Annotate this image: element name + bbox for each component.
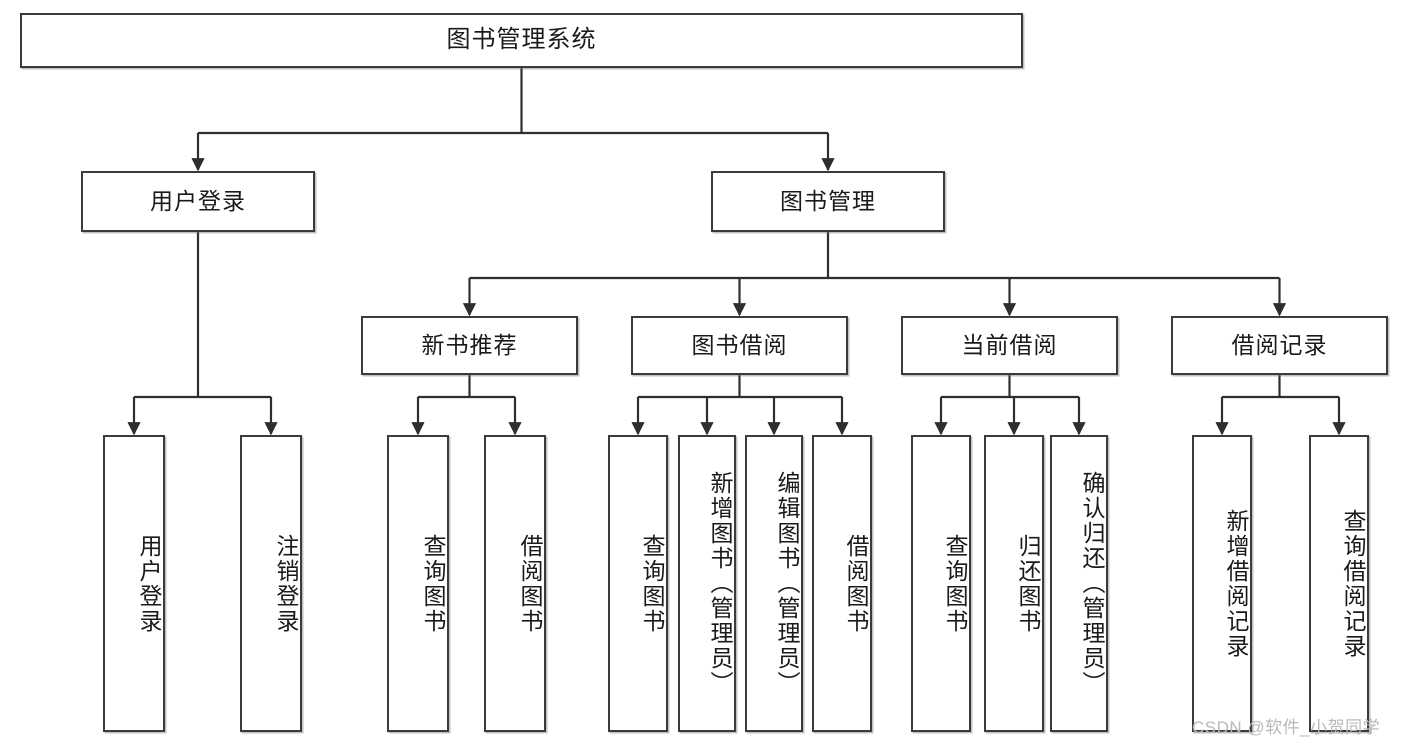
- node-leaf-query-record[interactable]: 查询借阅记录: [1309, 435, 1369, 732]
- node-leaf-logout[interactable]: 注销登录: [240, 435, 302, 732]
- node-leaf-user-login[interactable]: 用户登录: [103, 435, 165, 732]
- node-leaf-query-book-bw[interactable]: 查询图书: [608, 435, 668, 732]
- node-current-borrow[interactable]: 当前借阅: [901, 316, 1118, 375]
- node-label: 图书管理: [780, 187, 876, 214]
- node-label: 借阅图书: [843, 533, 869, 634]
- node-leaf-return-book[interactable]: 归还图书: [984, 435, 1044, 732]
- node-leaf-add-record[interactable]: 新增借阅记录: [1192, 435, 1252, 732]
- node-new-book-rec[interactable]: 新书推荐: [361, 316, 578, 375]
- node-label: 查询图书: [942, 533, 968, 634]
- node-leaf-confirm-return[interactable]: 确认归还（管理员）: [1050, 435, 1108, 732]
- node-label: 图书借阅: [691, 331, 788, 358]
- node-label: 用户登录: [150, 187, 246, 214]
- node-leaf-edit-book[interactable]: 编辑图书（管理员）: [745, 435, 803, 732]
- node-label: 当前借阅: [961, 331, 1058, 358]
- node-label: 注销登录: [273, 533, 299, 634]
- node-label: 归还图书: [1015, 533, 1041, 634]
- node-leaf-add-book[interactable]: 新增图书（管理员）: [678, 435, 736, 732]
- node-leaf-borrow-book-rec[interactable]: 借阅图书: [484, 435, 546, 732]
- watermark-text: CSDN @软件_小贺同学: [1192, 718, 1381, 737]
- node-label: 查询借阅记录: [1340, 508, 1366, 659]
- node-label: 借阅图书: [517, 533, 543, 634]
- node-label: 新增图书（管理员）: [707, 471, 733, 696]
- node-user-login[interactable]: 用户登录: [81, 171, 315, 232]
- node-leaf-query-book-cur[interactable]: 查询图书: [911, 435, 971, 732]
- node-label: 查询图书: [639, 533, 665, 634]
- node-leaf-borrow-book-bw[interactable]: 借阅图书: [812, 435, 872, 732]
- node-label: 图书管理系统: [446, 26, 597, 54]
- node-label: 新增借阅记录: [1223, 508, 1249, 659]
- node-book-manage[interactable]: 图书管理: [711, 171, 945, 232]
- node-label: 借阅记录: [1231, 331, 1328, 358]
- node-root[interactable]: 图书管理系统: [20, 13, 1023, 68]
- node-label: 新书推荐: [421, 331, 518, 358]
- node-label: 编辑图书（管理员）: [774, 471, 800, 696]
- node-borrow-record[interactable]: 借阅记录: [1171, 316, 1388, 375]
- node-label: 确认归还（管理员）: [1079, 471, 1105, 696]
- node-label: 查询图书: [420, 533, 446, 634]
- node-book-borrow[interactable]: 图书借阅: [631, 316, 848, 375]
- node-label: 用户登录: [136, 533, 162, 634]
- node-leaf-query-book-rec[interactable]: 查询图书: [387, 435, 449, 732]
